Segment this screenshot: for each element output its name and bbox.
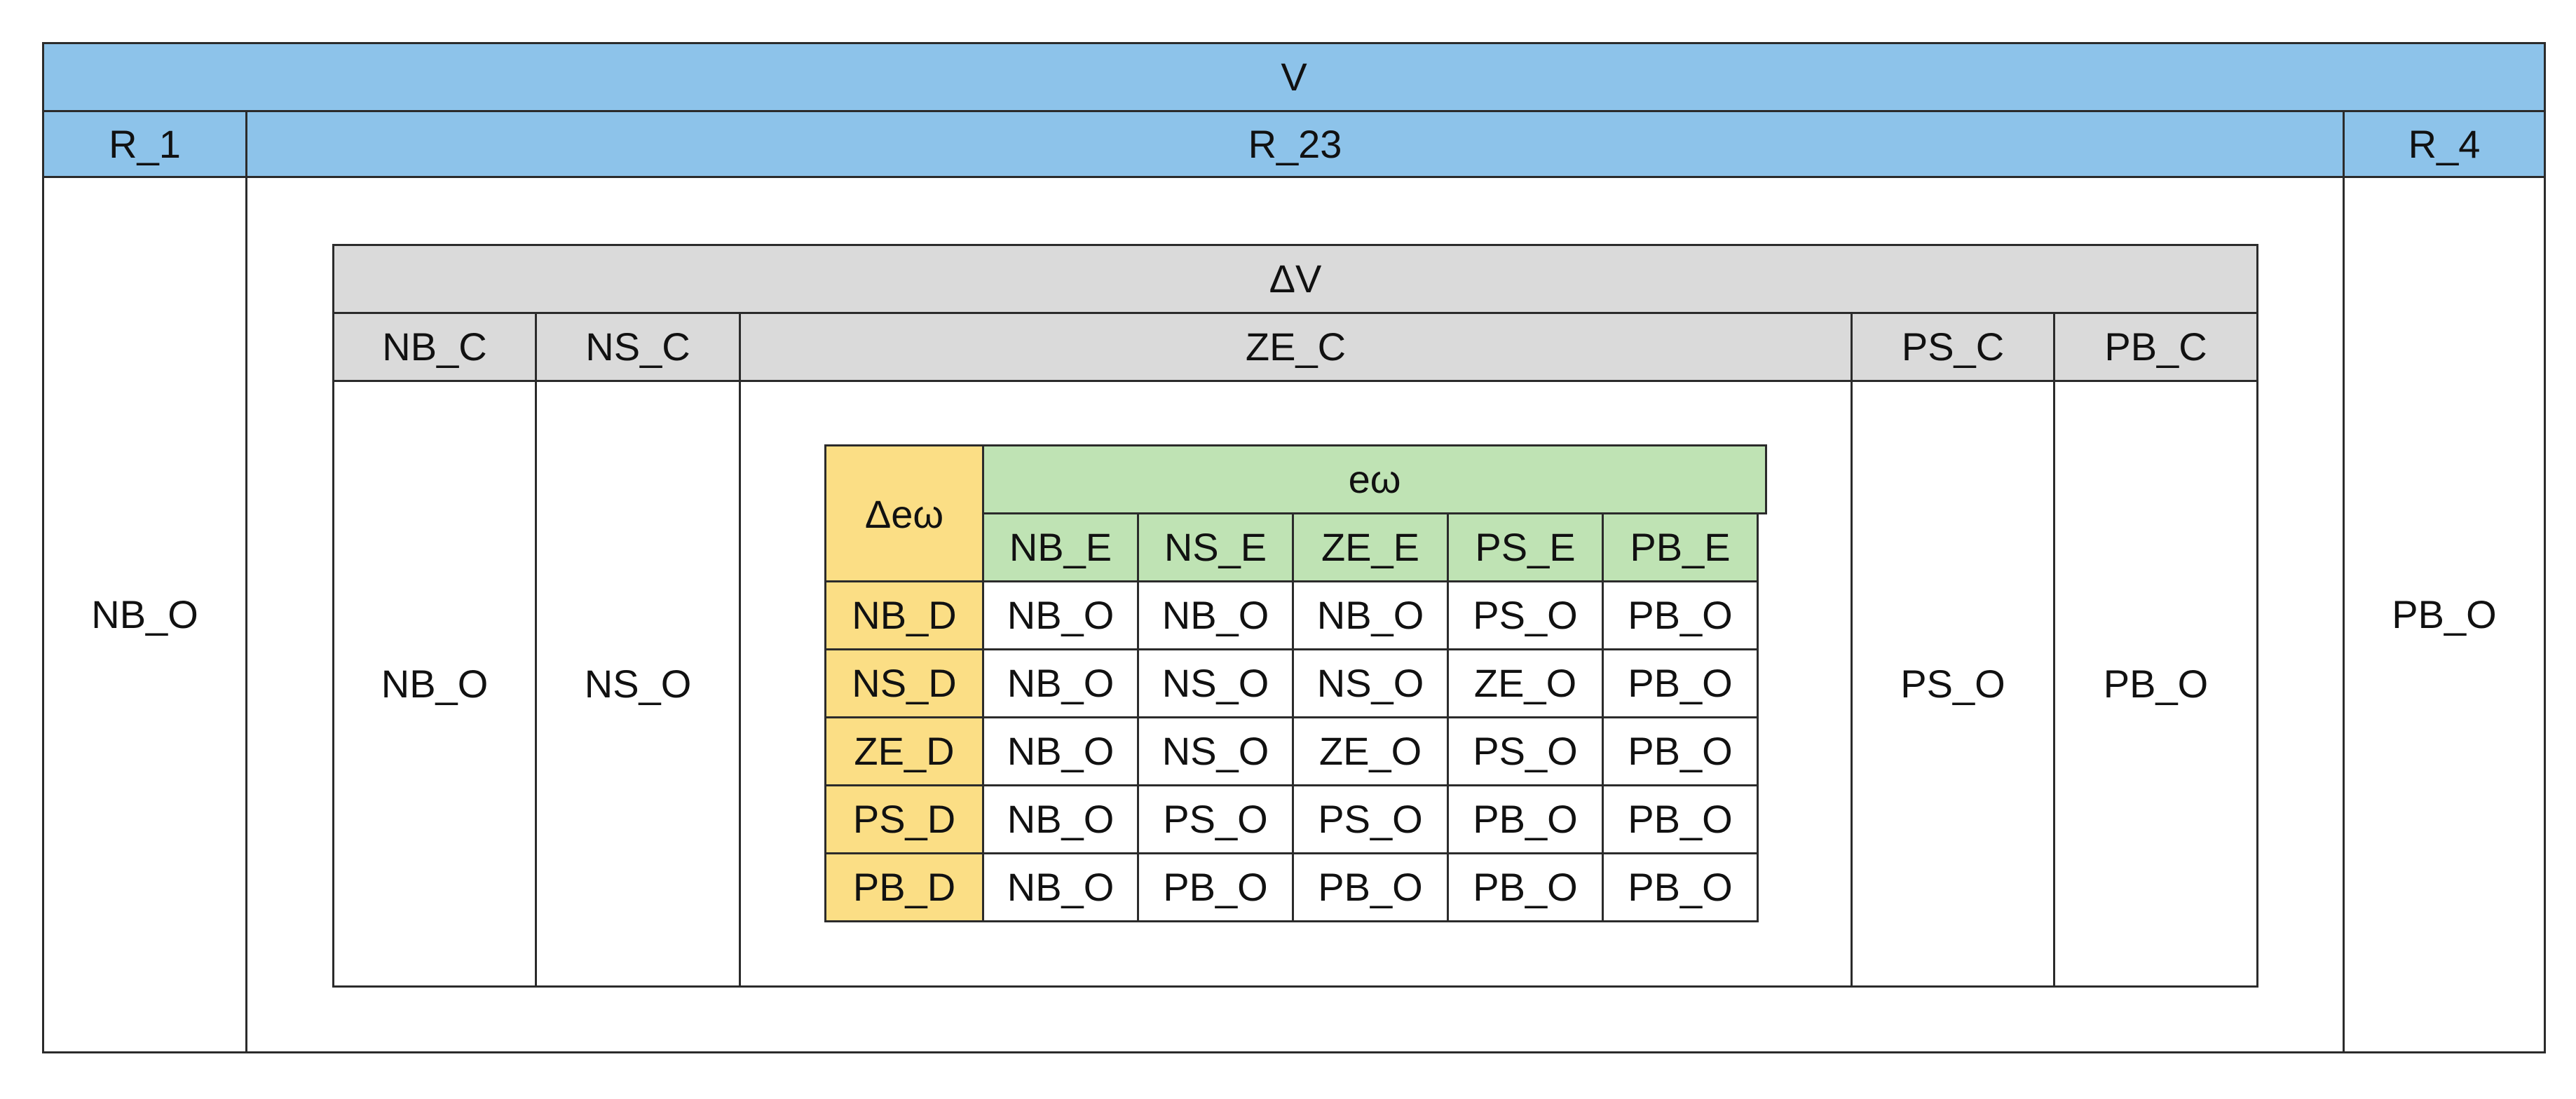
inner-col-nb-e: NB_E bbox=[982, 512, 1139, 582]
middle-col-ze-c: ZE_C bbox=[739, 312, 1853, 382]
middle-output-pb-c: PB_O bbox=[2053, 380, 2258, 988]
inner-rule-cell: PB_O bbox=[1602, 852, 1759, 922]
inner-col-header-e-omega: eω bbox=[982, 444, 1767, 514]
inner-col-ns-e: NS_E bbox=[1137, 512, 1294, 582]
middle-col-ns-c: NS_C bbox=[535, 312, 741, 382]
inner-rule-cell: NB_O bbox=[982, 716, 1139, 786]
inner-rule-cell: NB_O bbox=[982, 784, 1139, 854]
inner-rule-cell: NB_O bbox=[982, 580, 1139, 650]
inner-rule-cell: PB_O bbox=[1137, 852, 1294, 922]
inner-col-pb-e: PB_E bbox=[1602, 512, 1759, 582]
inner-rule-cell: NB_O bbox=[1137, 580, 1294, 650]
middle-output-nb-c: NB_O bbox=[332, 380, 537, 988]
middle-output-ns-c: NS_O bbox=[535, 380, 741, 988]
outer-output-r4: PB_O bbox=[2343, 176, 2546, 1053]
outer-title: V bbox=[42, 42, 2546, 112]
inner-rule-cell: PB_O bbox=[1292, 852, 1449, 922]
inner-rule-cell: PB_O bbox=[1447, 852, 1604, 922]
inner-rule-cell: ZE_O bbox=[1292, 716, 1449, 786]
inner-rule-cell: NS_O bbox=[1292, 648, 1449, 718]
inner-rule-cell: PS_O bbox=[1137, 784, 1294, 854]
outer-output-r1: NB_O bbox=[42, 176, 247, 1053]
middle-output-ps-c: PS_O bbox=[1851, 380, 2055, 988]
inner-col-ze-e: ZE_E bbox=[1292, 512, 1449, 582]
inner-rule-cell: ZE_O bbox=[1447, 648, 1604, 718]
middle-col-ps-c: PS_C bbox=[1851, 312, 2055, 382]
inner-col-ps-e: PS_E bbox=[1447, 512, 1604, 582]
inner-corner-delta-e-omega: Δeω bbox=[824, 444, 984, 585]
outer-col-r1: R_1 bbox=[42, 110, 247, 178]
outer-col-r23: R_23 bbox=[245, 110, 2345, 178]
inner-rule-cell: NS_O bbox=[1137, 648, 1294, 718]
inner-rule-cell: PS_O bbox=[1292, 784, 1449, 854]
inner-rule-cell: NB_O bbox=[1292, 580, 1449, 650]
inner-row-pb-d: PB_D bbox=[824, 852, 984, 922]
inner-row-ze-d: ZE_D bbox=[824, 716, 984, 786]
outer-col-r4: R_4 bbox=[2343, 110, 2546, 178]
inner-row-ns-d: NS_D bbox=[824, 648, 984, 718]
inner-rule-cell: PB_O bbox=[1602, 580, 1759, 650]
middle-col-nb-c: NB_C bbox=[332, 312, 537, 382]
inner-rule-cell: NB_O bbox=[982, 852, 1139, 922]
inner-rule-cell: PB_O bbox=[1602, 716, 1759, 786]
middle-col-pb-c: PB_C bbox=[2053, 312, 2258, 382]
inner-rule-cell: NB_O bbox=[982, 648, 1139, 718]
inner-rule-cell: PB_O bbox=[1602, 648, 1759, 718]
inner-row-nb-d: NB_D bbox=[824, 580, 984, 650]
inner-rule-cell: PS_O bbox=[1447, 580, 1604, 650]
inner-rule-cell: PS_O bbox=[1447, 716, 1604, 786]
inner-rule-cell: NS_O bbox=[1137, 716, 1294, 786]
inner-row-ps-d: PS_D bbox=[824, 784, 984, 854]
middle-title: ΔV bbox=[332, 244, 2258, 314]
inner-rule-cell: PB_O bbox=[1447, 784, 1604, 854]
inner-rule-cell: PB_O bbox=[1602, 784, 1759, 854]
